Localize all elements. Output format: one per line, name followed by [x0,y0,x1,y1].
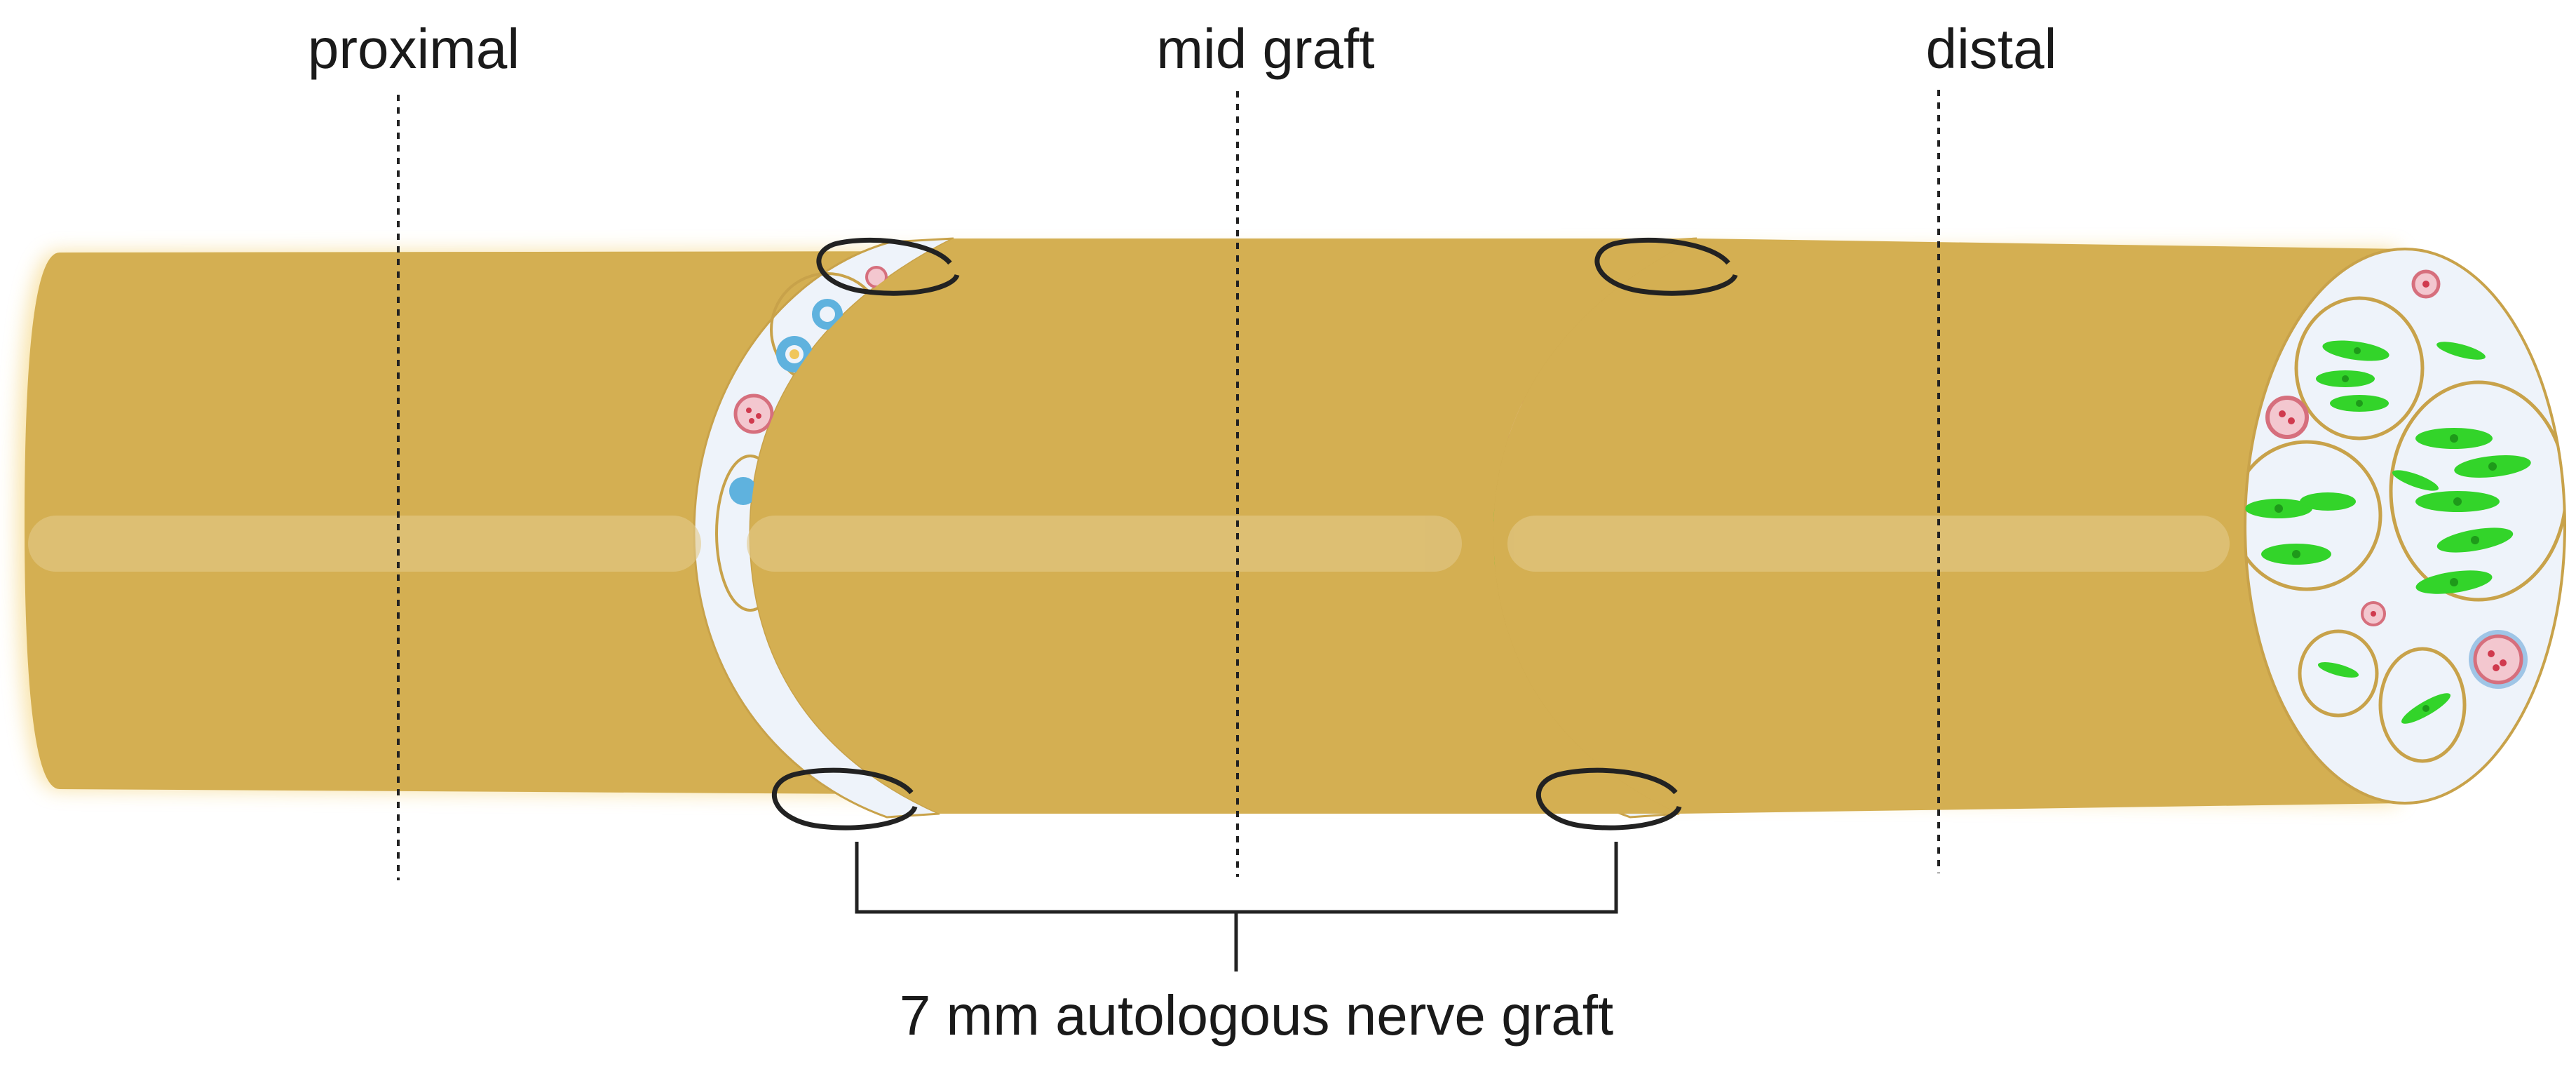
nerve-highlight [28,516,2230,572]
fascicle [2245,440,2382,591]
fascicle [2298,629,2379,718]
fascicle [2294,296,2425,441]
distal-cross-section [2244,248,2566,805]
position-markers [397,90,1940,880]
axon-nuclei [2275,347,2497,712]
blood-vessel-icon [2265,269,2528,689]
suture-loop-icon [772,237,1738,831]
graft-length-bracket [855,842,1618,971]
label-proximal: proximal [307,18,520,80]
fascicle [2389,380,2565,602]
label-distal: distal [1925,18,2057,80]
blood-vessel-icon [733,394,774,434]
fascicle [2378,647,2467,763]
schwann-cell-icon [729,299,843,505]
label-graft-length: 7 mm autologous nerve graft [899,984,1614,1047]
label-mid-graft: mid graft [1156,18,1375,80]
